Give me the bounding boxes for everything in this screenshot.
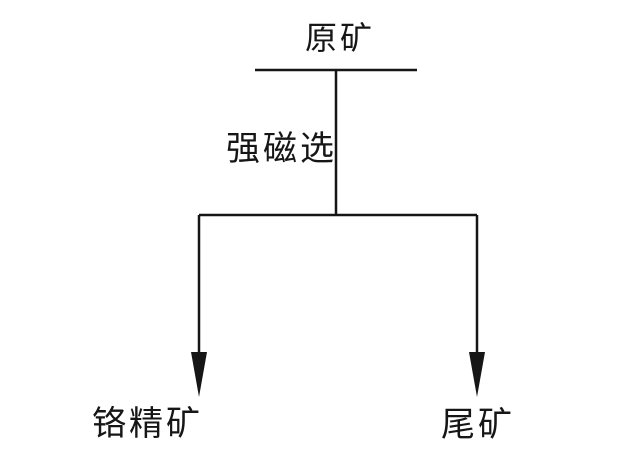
raw-ore-label: 原矿	[305, 19, 376, 57]
left-arrowhead-icon	[191, 352, 207, 397]
right-arrowhead-icon	[469, 352, 485, 397]
tailings-output-label: 尾矿	[441, 405, 515, 445]
concentrate-output-label: 铬精矿	[92, 404, 203, 444]
process-step-label: 强磁选	[226, 129, 337, 169]
